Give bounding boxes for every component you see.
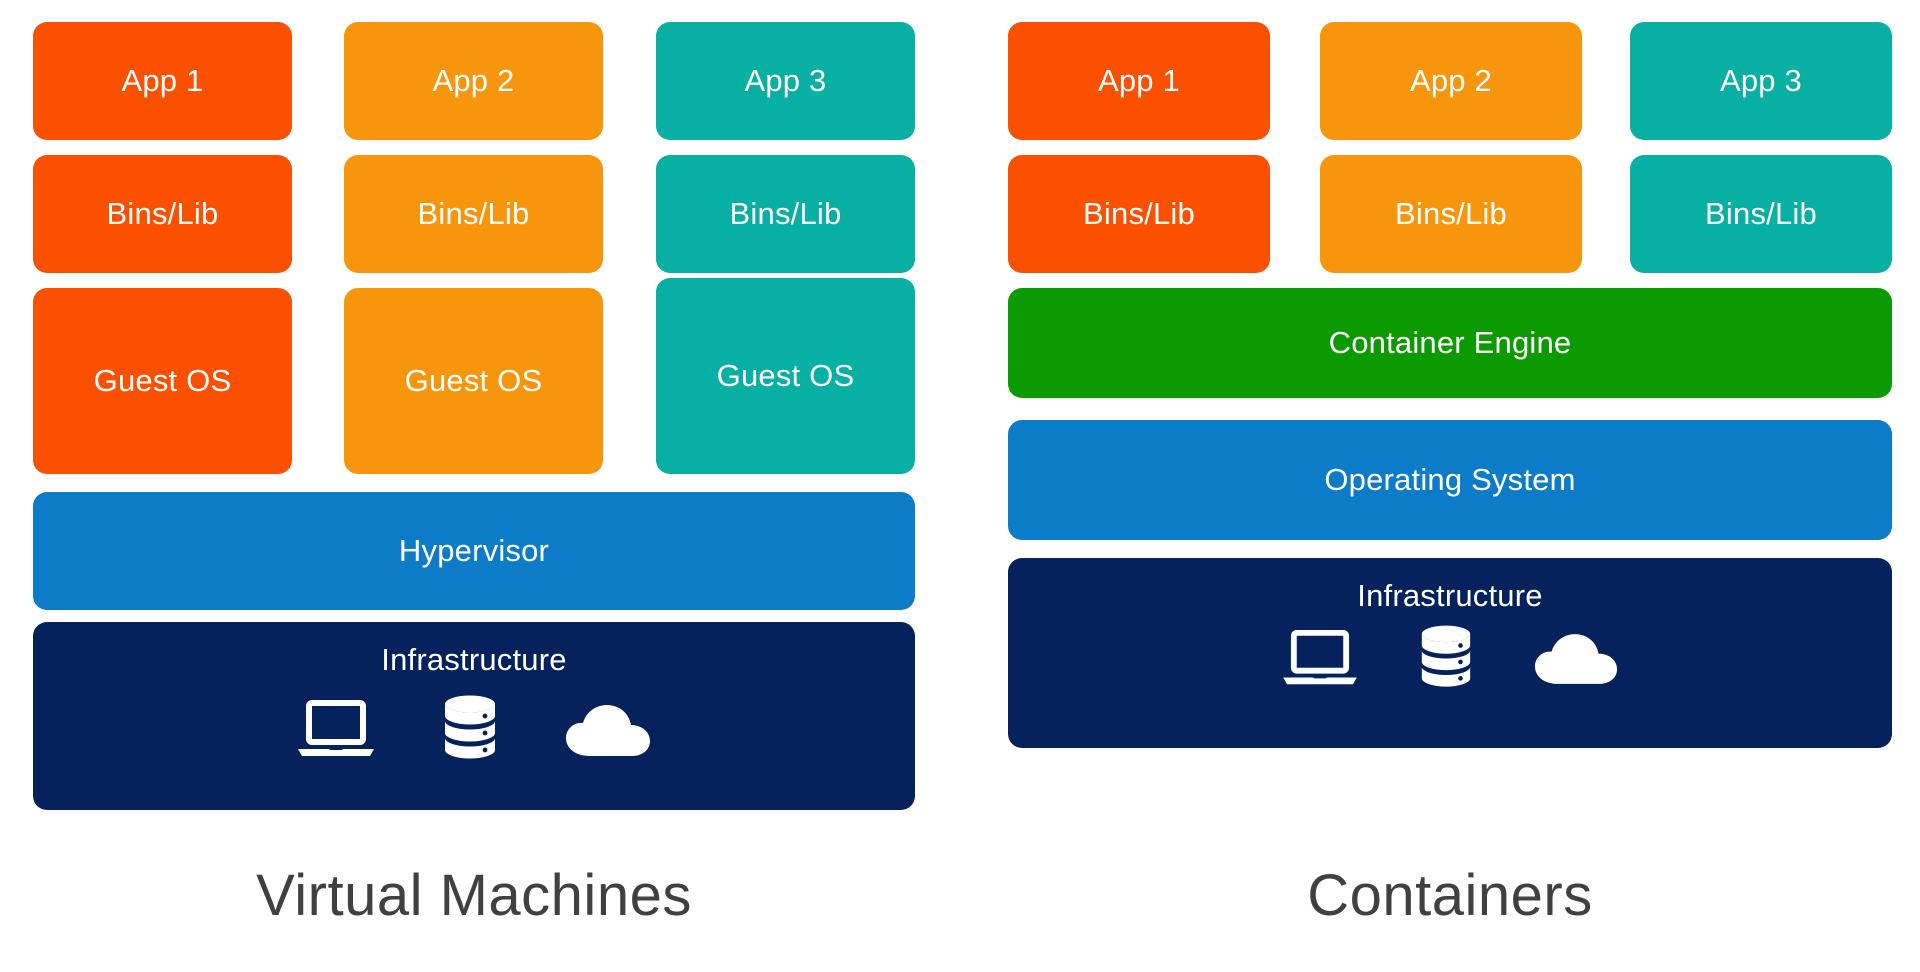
ct-infrastructure-box[interactable]: Infrastructure	[1008, 558, 1892, 748]
vm-guest-os-1-label: Guest OS	[93, 362, 232, 398]
vm-hypervisor-box[interactable]: Hypervisor	[33, 492, 915, 610]
vm-guest-os-2-box[interactable]: Guest OS	[344, 288, 603, 474]
ct-app-2-label: App 2	[1409, 62, 1492, 98]
laptop-icon	[1281, 629, 1359, 696]
ct-bins-3-box[interactable]: Bins/Lib	[1630, 155, 1892, 273]
ct-app-3-box[interactable]: App 3	[1630, 22, 1892, 140]
ct-app-1-box[interactable]: App 1	[1008, 22, 1270, 140]
vm-guest-os-3-box[interactable]: Guest OS	[656, 278, 915, 474]
ct-container-engine-label: Container Engine	[1328, 324, 1572, 360]
ct-bins-1-label: Bins/Lib	[1083, 195, 1195, 231]
cloud-icon	[1533, 631, 1619, 693]
ct-bins-1-box[interactable]: Bins/Lib	[1008, 155, 1270, 273]
vm-app-1-box[interactable]: App 1	[33, 22, 292, 140]
ct-bins-2-label: Bins/Lib	[1395, 195, 1507, 231]
vm-bins-1-box[interactable]: Bins/Lib	[33, 155, 292, 273]
vm-hypervisor-label: Hypervisor	[398, 532, 550, 568]
ct-infrastructure-icons	[1008, 625, 1892, 700]
vm-guest-os-1-box[interactable]: Guest OS	[33, 288, 292, 474]
ct-app-1-label: App 1	[1097, 62, 1180, 98]
ct-container-engine-box[interactable]: Container Engine	[1008, 288, 1892, 398]
ct-operating-system-box[interactable]: Operating System	[1008, 420, 1892, 540]
vm-app-1-label: App 1	[121, 62, 204, 98]
containers-title: Containers	[1307, 863, 1593, 928]
vm-app-3-label: App 3	[744, 62, 827, 98]
ct-bins-3-label: Bins/Lib	[1705, 195, 1817, 231]
vm-bins-3-label: Bins/Lib	[729, 195, 842, 231]
vm-bins-2-label: Bins/Lib	[417, 195, 530, 231]
ct-app-2-box[interactable]: App 2	[1320, 22, 1582, 140]
vm-bins-2-box[interactable]: Bins/Lib	[344, 155, 603, 273]
virtual-machines-title: Virtual Machines	[256, 863, 692, 928]
vm-guest-os-2-label: Guest OS	[404, 362, 543, 398]
database-icon	[440, 695, 500, 772]
ct-infrastructure-label: Infrastructure	[1357, 578, 1543, 613]
virtual-machines-panel: App 1 App 2 App 3 Bins/Lib Bins/Lib Bins…	[33, 22, 915, 928]
containers-panel: App 1 App 2 App 3 Bins/Lib Bins/Lib Bins…	[960, 0, 1920, 972]
ct-bins-2-box[interactable]: Bins/Lib	[1320, 155, 1582, 273]
vm-bins-1-label: Bins/Lib	[106, 195, 219, 231]
vm-app-2-box[interactable]: App 2	[344, 22, 603, 140]
database-icon	[1417, 625, 1475, 700]
cloud-icon	[564, 702, 652, 765]
vm-infrastructure-label: Infrastructure	[381, 642, 567, 677]
laptop-icon	[296, 699, 376, 768]
vm-app-2-label: App 2	[432, 62, 515, 98]
vm-infrastructure-icons	[33, 695, 915, 772]
vm-guest-os-3-label: Guest OS	[716, 357, 855, 393]
vm-app-3-box[interactable]: App 3	[656, 22, 915, 140]
ct-operating-system-label: Operating System	[1324, 461, 1576, 497]
vm-bins-3-box[interactable]: Bins/Lib	[656, 155, 915, 273]
vm-infrastructure-box[interactable]: Infrastructure	[33, 622, 915, 810]
ct-app-3-label: App 3	[1719, 62, 1802, 98]
